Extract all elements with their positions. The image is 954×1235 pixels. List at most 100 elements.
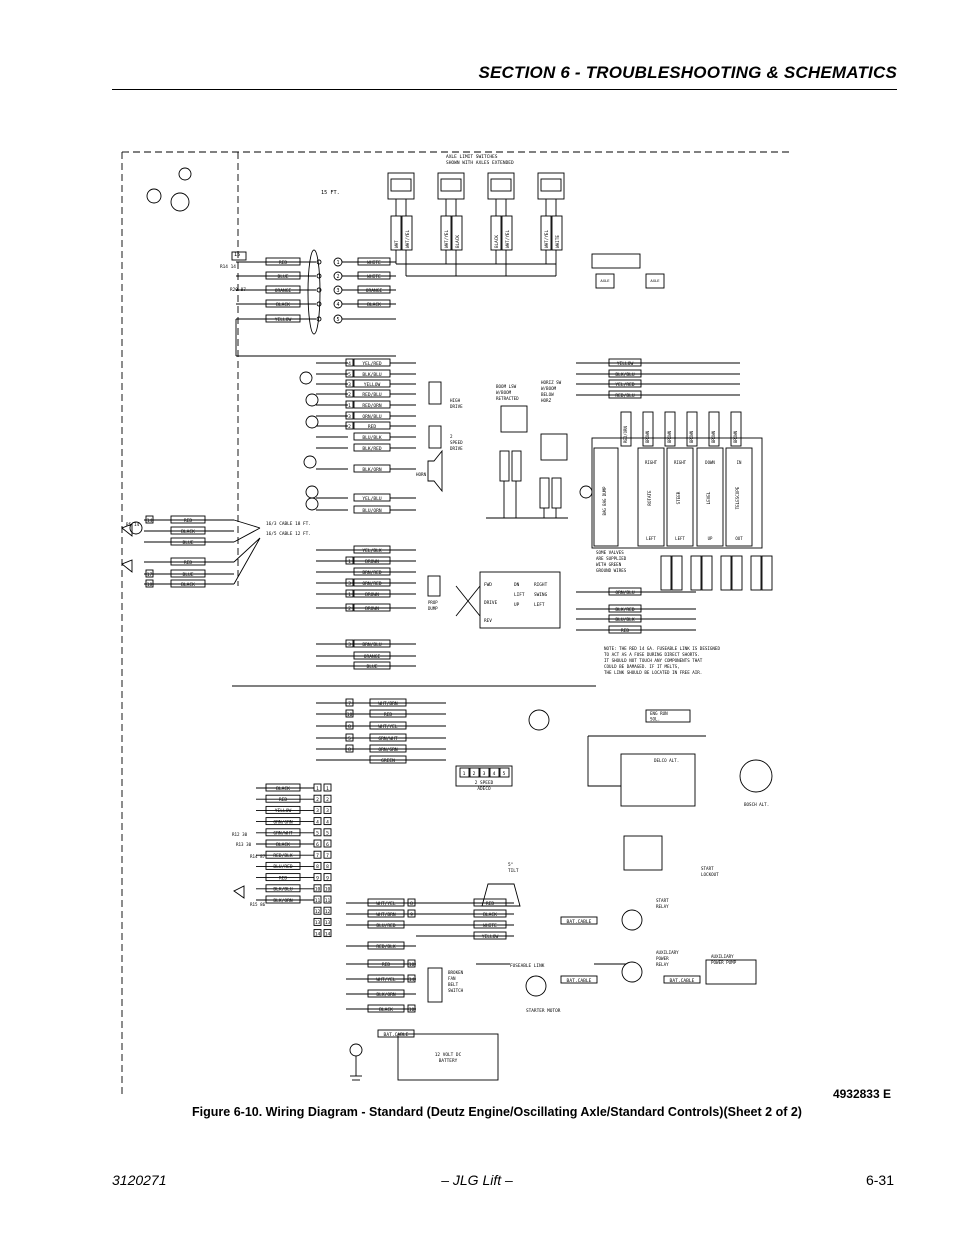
wire-sleeve (511, 450, 522, 482)
wire-label-drive (353, 589, 391, 598)
pin-number: 2 (348, 392, 351, 398)
ref-box (231, 251, 247, 261)
pin-number: 10 (347, 712, 353, 718)
pin-number: 12 (315, 909, 321, 915)
schematic-label: DRIVE (450, 404, 463, 409)
footer-page-number: 6-31 (865, 1172, 894, 1188)
axle-ext-block (591, 253, 641, 269)
schematic-label: DOWN (705, 460, 715, 465)
pin-box (345, 733, 354, 742)
wire-label-drive (353, 556, 391, 565)
ground-lug (349, 1043, 363, 1057)
adeco-pin (459, 767, 470, 778)
wire-sleeve (551, 477, 562, 509)
pin-box (313, 929, 322, 938)
wire-label-terminal (265, 794, 301, 803)
pin-box (345, 721, 354, 730)
wire-label-text: RED (384, 712, 393, 718)
wire-label-valve (608, 604, 642, 613)
adeco-box (455, 765, 513, 787)
aux-pump (705, 959, 757, 985)
connector-circle (170, 192, 190, 212)
wire-sleeve (730, 411, 742, 447)
wire-label-text: BLACK (379, 1007, 393, 1013)
wire-label-bat (560, 975, 598, 984)
schematic-label: 5° (508, 862, 513, 868)
wire-label-top (357, 285, 391, 294)
schematic-label: RED/ORN (623, 426, 628, 443)
wire-label-engine (369, 698, 407, 707)
schematic-label: RELAY (656, 962, 669, 967)
wire-label-valve (608, 614, 642, 623)
schematic-label: 3 (483, 771, 486, 777)
schematic-label: HIGH (450, 398, 461, 403)
pin-number: 4 (316, 819, 319, 825)
connector-circle (146, 188, 162, 204)
schematic-label: BROWN (711, 430, 716, 443)
schematic-label: ADECO (477, 786, 491, 792)
wire-label-text: WHT/YEL (376, 901, 396, 907)
wire-label-tilt (473, 920, 507, 929)
harness-sheath (307, 249, 321, 335)
aux-power-relay (621, 961, 643, 983)
pin-box (313, 906, 322, 915)
wire-label-text: BAT.CABLE (384, 1032, 409, 1038)
pin-box (323, 817, 332, 826)
pin-number: 1 (348, 403, 351, 409)
wire-label-left (170, 526, 206, 535)
pin-box (407, 959, 416, 968)
wire-sleeve (620, 411, 632, 447)
wire-label-text: GRN/WHT (378, 736, 398, 742)
pin-box (345, 744, 354, 753)
wire-label-valve (608, 390, 642, 399)
pin-box (345, 578, 354, 587)
wire-label-text: BLACK (276, 786, 290, 792)
wire-label-text: BLU/BLK (362, 435, 382, 441)
wire-label-text: BLACK (276, 302, 290, 308)
relay-ref (299, 371, 313, 385)
wire-label-text: BLUE (277, 274, 288, 280)
pin-number: 10 (409, 1007, 415, 1013)
pin-box (345, 556, 354, 565)
pin-number: 5 (316, 831, 319, 837)
pin-number: 5 (348, 372, 351, 378)
wire-label-text: BAT.CABLE (567, 919, 592, 925)
wire-label-text: YELLOW (275, 808, 292, 814)
wire-label-top (265, 299, 301, 308)
schematic-label: OUT (735, 536, 743, 541)
wire-sleeve (720, 555, 732, 591)
wire-label-valve (608, 358, 642, 367)
wire-label-drive (353, 603, 391, 612)
wire-label-text: RED (279, 797, 288, 803)
pin-box (323, 783, 332, 792)
schematic-label: ARE SUPPLIED (596, 556, 627, 561)
pin-box (313, 873, 322, 882)
wire-label-text: WHT/YEL (376, 977, 396, 983)
wire-label-left (170, 515, 206, 524)
wire-label-text: BLK/BLU (615, 372, 635, 378)
wire-label-text: BLK/RED (615, 607, 635, 613)
schematic-label: HORZ (541, 398, 552, 403)
wire-sleeve (660, 555, 672, 591)
pin-number: 3 (336, 288, 339, 294)
pin-number: 10 (315, 887, 321, 893)
pin-box (313, 783, 322, 792)
relay-ref (305, 393, 319, 407)
schematic-label: RIGHT (645, 460, 658, 465)
wire-label-text: BLK/BLU (273, 887, 293, 893)
schematic-label: GROUND WIRES (596, 568, 627, 573)
pin-box (323, 828, 332, 837)
schematic-label: RIGHT (674, 460, 687, 465)
schematic-label: RETRACTED (496, 396, 519, 401)
schematic-label: BROWN (645, 430, 650, 443)
wire-label-text: BROWN (365, 592, 379, 598)
wire-label-mid (353, 379, 391, 388)
pin-box (407, 898, 416, 907)
wire-label-lower (367, 898, 405, 907)
pin-box (145, 579, 154, 588)
wire-label-text: RED (184, 518, 193, 524)
pin-number: 1 (336, 260, 339, 266)
wire-label-left (170, 569, 206, 578)
pin-box (407, 974, 416, 983)
wire-label-text: ORANGE (364, 654, 381, 660)
